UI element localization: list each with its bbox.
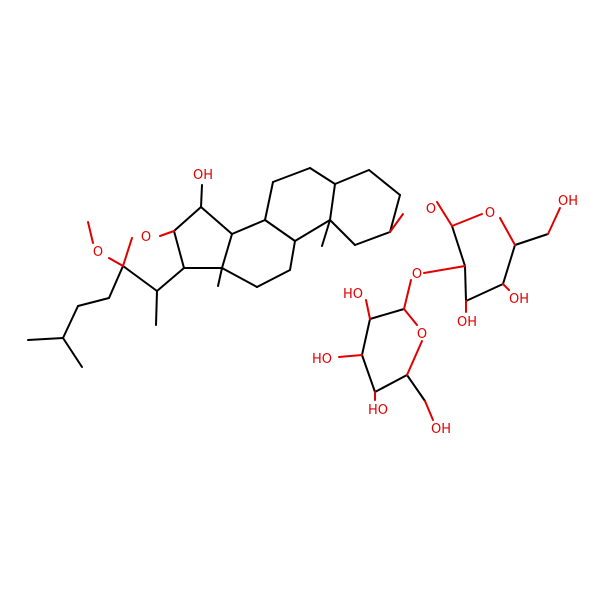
bond bbox=[156, 267, 185, 292]
bond bbox=[217, 267, 223, 287]
bond bbox=[264, 181, 274, 221]
bond bbox=[62, 305, 79, 339]
bond bbox=[108, 265, 124, 299]
hydroxyl-label: OH bbox=[193, 168, 213, 183]
bond bbox=[403, 308, 418, 326]
bond bbox=[221, 233, 233, 269]
bond bbox=[424, 400, 434, 421]
bond bbox=[451, 213, 483, 227]
bond bbox=[108, 257, 124, 267]
bond bbox=[465, 283, 504, 302]
bond bbox=[502, 244, 516, 285]
bond bbox=[514, 233, 549, 246]
bond bbox=[502, 283, 510, 291]
bond bbox=[77, 297, 110, 307]
bond bbox=[547, 207, 561, 235]
bond bbox=[272, 167, 311, 183]
bond bbox=[354, 231, 391, 246]
bond bbox=[365, 299, 371, 320]
bond bbox=[27, 337, 64, 341]
bond bbox=[334, 169, 370, 185]
hydroxyl-label: OH bbox=[431, 422, 451, 437]
bond bbox=[87, 221, 94, 244]
hydroxyl-label: OH bbox=[457, 315, 477, 330]
bond bbox=[389, 194, 401, 233]
bond bbox=[264, 219, 296, 242]
bond bbox=[159, 230, 175, 237]
bond bbox=[294, 219, 331, 242]
bond bbox=[499, 217, 516, 246]
sugar-ring-oxygen-label: O bbox=[485, 206, 495, 221]
hydroxyl-label: HO bbox=[343, 287, 363, 302]
hydroxyl-label: OH bbox=[558, 194, 578, 209]
glycosidic-oxygen-label: O bbox=[426, 202, 436, 217]
sugar-ring-oxygen-label: O bbox=[417, 327, 427, 342]
bond bbox=[200, 184, 203, 208]
bond bbox=[256, 269, 291, 288]
methoxy-oxygen-label: O bbox=[93, 245, 103, 260]
bond bbox=[369, 308, 405, 320]
bond bbox=[436, 201, 453, 227]
furan-oxygen-label: O bbox=[141, 230, 151, 245]
bond bbox=[403, 279, 412, 310]
bond bbox=[289, 240, 296, 271]
bond bbox=[406, 340, 423, 376]
hydroxyl-label: HO bbox=[368, 403, 388, 418]
bond bbox=[374, 374, 408, 393]
bond bbox=[221, 267, 258, 288]
bond bbox=[309, 167, 336, 185]
atom-labels: OH O O O O OH O OH OH HO O HO HO OH bbox=[93, 168, 578, 437]
bond bbox=[406, 374, 426, 402]
bond bbox=[173, 230, 185, 269]
bond bbox=[368, 169, 401, 196]
bond bbox=[62, 337, 83, 368]
bond bbox=[451, 225, 466, 267]
bond bbox=[361, 354, 376, 393]
bond bbox=[122, 237, 133, 267]
bond bbox=[338, 354, 363, 358]
bond bbox=[329, 219, 356, 246]
bond bbox=[173, 206, 202, 232]
bond bbox=[423, 265, 466, 274]
bond bbox=[155, 290, 158, 326]
bond bbox=[361, 318, 371, 356]
bond bbox=[122, 265, 158, 292]
bond bbox=[329, 183, 336, 221]
bond bbox=[464, 265, 467, 302]
glycosidic-oxygen-label: O bbox=[412, 267, 422, 282]
bond bbox=[231, 219, 266, 235]
bond bbox=[321, 219, 331, 247]
carbon-bonds bbox=[27, 167, 549, 402]
bond bbox=[389, 213, 404, 233]
hydroxyl-label: OH bbox=[509, 292, 529, 307]
bond bbox=[200, 206, 233, 235]
heteroatom-bonds bbox=[87, 201, 561, 421]
hydroxyl-label: HO bbox=[312, 352, 332, 367]
